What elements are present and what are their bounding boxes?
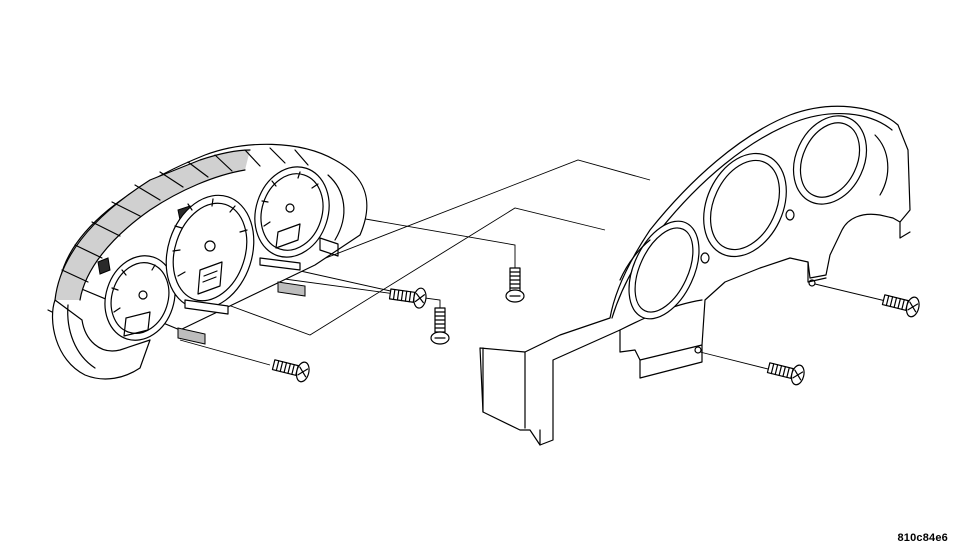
left-gauge-label-window <box>124 312 150 336</box>
bezel-right-pocket <box>875 135 888 195</box>
leader-line-right-screw-b <box>815 284 890 302</box>
leader-line-lower-screw <box>180 340 270 365</box>
bezel-boss-b <box>786 210 794 220</box>
cluster-front-lip <box>53 300 150 379</box>
left-gauge <box>94 247 185 350</box>
cluster-bezel <box>480 104 910 445</box>
instrument-cluster <box>48 144 367 379</box>
leader-line-right-screw-a <box>700 352 780 372</box>
cluster-lip-edge <box>68 305 95 368</box>
screw-top-center <box>506 268 524 302</box>
bezel-left-flange <box>483 348 540 445</box>
tachometer-gauge <box>244 157 344 267</box>
screw-center-vertical <box>431 308 449 344</box>
bezel-opening-left <box>615 210 713 330</box>
odometer-window <box>198 262 222 294</box>
bezel-screw-hole-a <box>695 347 701 353</box>
left-gauge-hub <box>139 291 147 299</box>
tachometer-hub <box>286 204 294 212</box>
bezel-end-tab <box>900 222 910 238</box>
tachometer-rim <box>328 175 344 240</box>
screw-right-lower <box>766 358 806 386</box>
bezel-screw-hole-b <box>809 280 815 286</box>
bezel-opening-center <box>688 140 803 270</box>
connector-block <box>278 282 305 296</box>
screw-right-upper <box>881 290 921 318</box>
leader-line-bezel-lower <box>220 208 605 335</box>
cluster-lip-tab <box>48 310 52 312</box>
screw-lower-left <box>271 355 311 383</box>
screw-center-horizontal <box>389 284 427 309</box>
figure-code: 810c84e6 <box>897 532 948 544</box>
cluster-rear-posts <box>178 238 338 344</box>
bezel-right-flange <box>808 262 826 282</box>
speedometer-hub <box>205 241 215 251</box>
connector-block-lower <box>178 328 205 344</box>
tachometer-indicator-window <box>276 224 300 248</box>
bezel-left-ridge <box>620 240 650 280</box>
leader-line-bezel-upper <box>300 160 650 268</box>
speedometer-gauge <box>152 184 268 320</box>
bezel-center-flange <box>640 345 702 378</box>
bezel-boss-a <box>701 253 709 263</box>
bezel-opening-right <box>780 104 881 216</box>
